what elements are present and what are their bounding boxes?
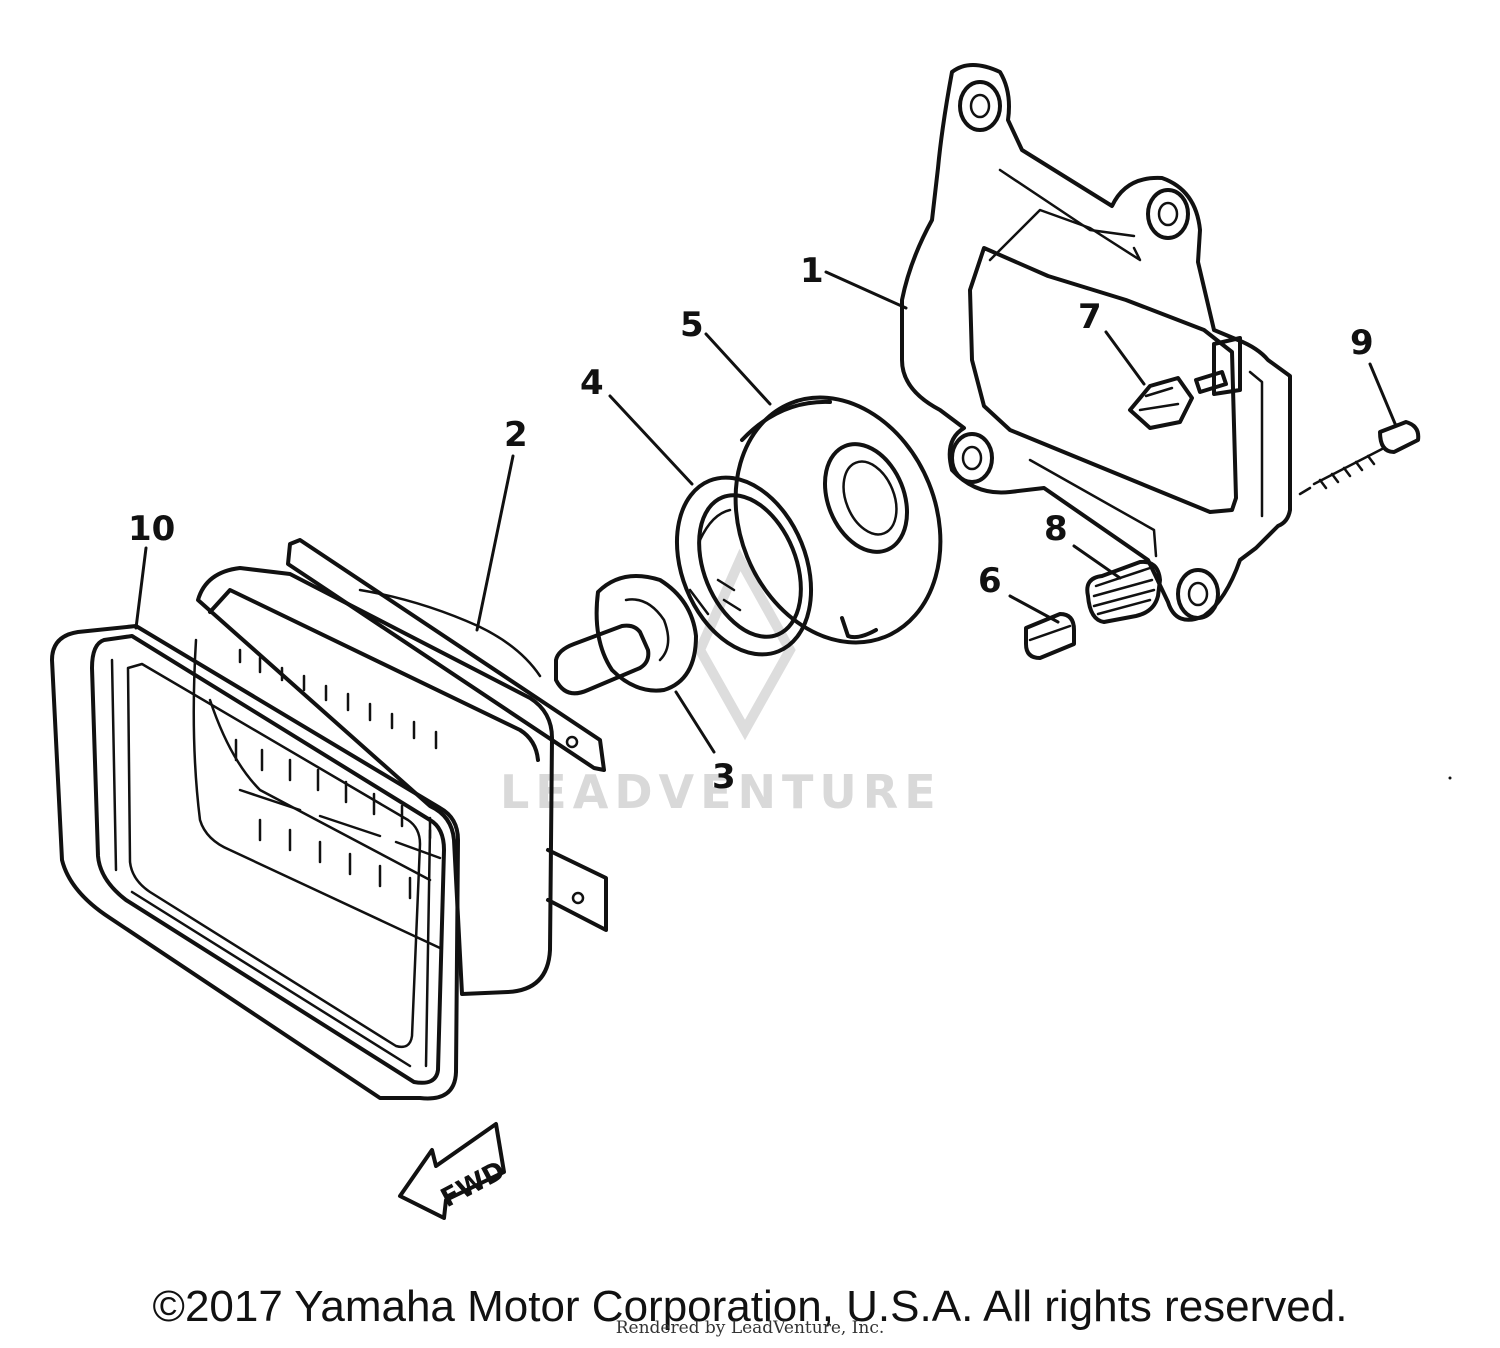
part-3-bulb xyxy=(554,574,716,754)
leader-6 xyxy=(1008,594,1060,624)
part-9-adjusting-screw xyxy=(1298,362,1421,496)
callout-1: 1 xyxy=(800,251,824,291)
watermark-text: LEADVENTURE xyxy=(500,765,942,819)
leader-7 xyxy=(1104,330,1146,386)
part-4-bulb-retainer xyxy=(608,394,814,657)
callout-10: 10 xyxy=(128,509,175,549)
callout-8: 8 xyxy=(1044,509,1068,549)
fwd-label: FWD xyxy=(436,1155,510,1213)
part-2-sealed-beam xyxy=(192,454,608,996)
leader-1 xyxy=(824,270,908,310)
part-8-spring xyxy=(1072,544,1162,624)
leader-9 xyxy=(1368,362,1398,428)
leader-10 xyxy=(134,546,148,630)
copyright-notice: ©2017 Yamaha Motor Corporation, U.S.A. A… xyxy=(152,1282,1348,1331)
callout-4: 4 xyxy=(580,363,604,403)
callout-2: 2 xyxy=(504,415,528,455)
part-5-socket-cover xyxy=(704,332,943,645)
stray-dot xyxy=(1448,776,1452,780)
leader-5 xyxy=(704,332,772,406)
callout-9: 9 xyxy=(1350,323,1374,363)
callout-7: 7 xyxy=(1078,297,1102,337)
leader-3 xyxy=(674,690,716,754)
part-6-nut xyxy=(1008,594,1076,660)
part-1-bracket xyxy=(824,63,1292,622)
part-10-headlight-rim xyxy=(50,624,460,1101)
watermark: LEADVENTURE xyxy=(500,548,942,819)
leader-4 xyxy=(608,394,694,486)
forward-direction-arrow: FWD xyxy=(398,1122,510,1220)
callout-3: 3 xyxy=(712,757,736,797)
callout-6: 6 xyxy=(978,561,1002,601)
leader-2 xyxy=(475,454,515,632)
callout-5: 5 xyxy=(680,305,704,345)
rendered-by-credit: Rendered by LeadVenture, Inc. xyxy=(615,1318,885,1338)
leader-8 xyxy=(1072,544,1122,580)
part-7-adjuster-nut xyxy=(1104,330,1228,430)
